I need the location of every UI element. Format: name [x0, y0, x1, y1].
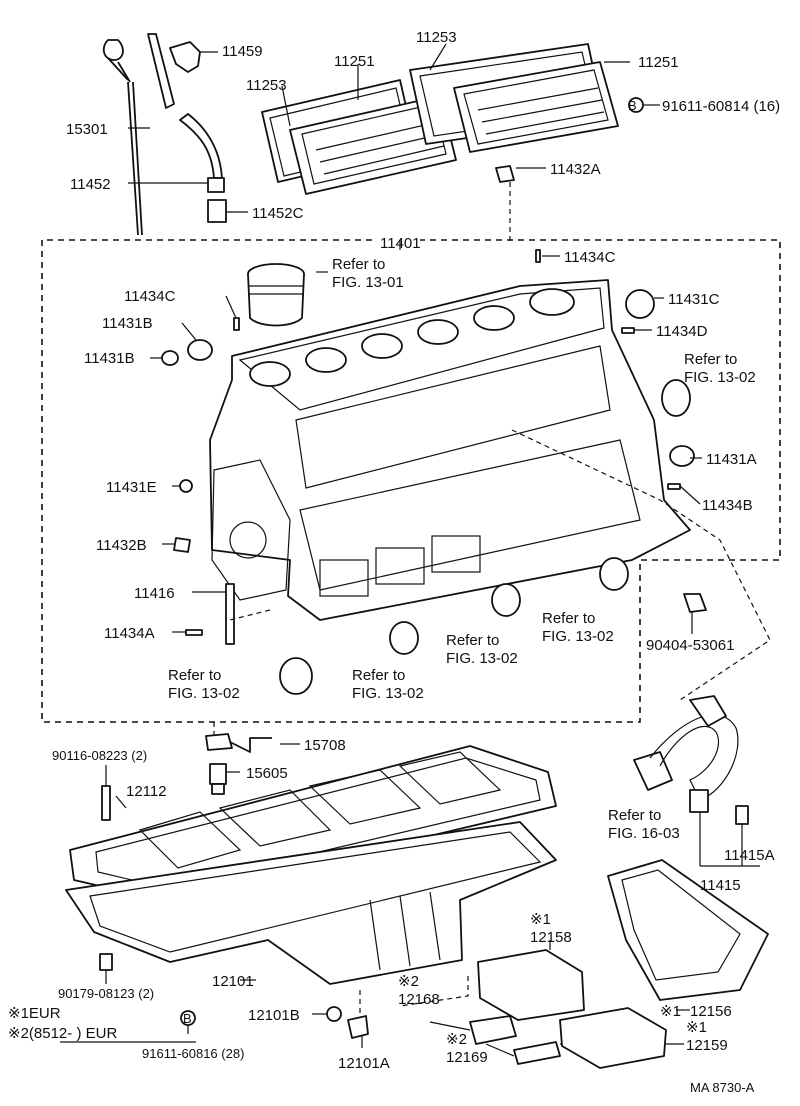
label-11401: 11401 — [380, 235, 421, 252]
side-cover-right — [453, 61, 619, 153]
oil-pan-gasket — [69, 745, 557, 901]
leader-dashed-oil — [511, 429, 771, 701]
oil-pan — [65, 821, 557, 985]
oil-pressure-bracket — [205, 722, 272, 753]
label-12159: 12159 — [686, 1037, 728, 1054]
label-mark1-12158: ※1 — [530, 911, 551, 928]
oil-tube-assembly — [633, 695, 749, 825]
label-mark-b-top: B — [628, 98, 637, 113]
label-12101B: 12101B — [248, 1007, 300, 1024]
label-12156: 12156 — [690, 1003, 732, 1020]
expansion-plugs — [161, 289, 695, 493]
figure-code: MA 8730-A — [690, 1080, 755, 1095]
label-11416: 11416 — [134, 585, 175, 602]
label-mark2-12169: ※2 — [446, 1031, 467, 1048]
label-12101A: 12101A — [338, 1055, 390, 1072]
label-11415: 11415 — [700, 877, 741, 894]
oil-pan-protector-12156 — [607, 859, 769, 1001]
label-refer-13-02-l-line1: Refer to — [168, 667, 221, 684]
label-11459: 11459 — [222, 43, 263, 60]
label-refer-13-02-m-line1: Refer to — [446, 632, 499, 649]
label-mark2-12168: ※2 — [398, 973, 419, 990]
label-refer-13-02-right-line2: FIG. 13-02 — [684, 369, 756, 386]
bolt-washer-mark-b — [628, 97, 644, 113]
leader-dashed-bracket — [399, 976, 469, 1007]
bracket-12168 — [469, 1015, 517, 1045]
label-note-1: ※1EUR — [8, 1005, 61, 1022]
union-bolt — [683, 593, 707, 613]
label-12112: 12112 — [126, 783, 167, 800]
drain-cock-bolt — [173, 165, 515, 553]
label-11434D: 11434D — [656, 323, 708, 340]
label-12169: 12169 — [446, 1049, 488, 1066]
label-refer-13-01-line1: Refer to — [332, 256, 385, 273]
label-90404-53061: 90404-53061 — [646, 637, 734, 654]
label-refer-13-02-c-line2: FIG. 13-02 — [542, 628, 614, 645]
label-refer-13-01-line2: FIG. 13-01 — [332, 274, 404, 291]
label-91611-60816: 91611-60816 (28) — [142, 1046, 244, 1061]
label-refer-13-02-m-line2: FIG. 13-02 — [446, 650, 518, 667]
label-11452: 11452 — [70, 176, 111, 193]
label-refer-16-03-line1: Refer to — [608, 807, 661, 824]
part-labels: 11459 11253 11251 11253 11251 15301 B 91… — [8, 29, 780, 1095]
cylinder-block-assembly-boundary — [41, 239, 781, 723]
label-90116-08223: 90116-08223 (2) — [52, 748, 147, 763]
label-11431A: 11431A — [706, 451, 757, 468]
label-11434B: 11434B — [702, 497, 753, 514]
label-mark1-12156: ※1 — [660, 1003, 681, 1020]
label-11434A: 11434A — [104, 625, 155, 642]
label-11431E: 11431E — [106, 479, 157, 496]
main-bearings — [279, 557, 629, 695]
label-refer-13-02-l-line2: FIG. 13-02 — [168, 685, 240, 702]
leader-dashed-pin — [229, 609, 271, 621]
label-11432A: 11432A — [550, 161, 601, 178]
leader-lines — [60, 43, 760, 1057]
oil-pressure-switch — [209, 763, 227, 795]
label-11452C: 11452C — [252, 205, 304, 222]
label-11431C: 11431C — [668, 291, 720, 308]
baffle-12158 — [477, 949, 585, 1021]
label-11434C-top: 11434C — [564, 249, 616, 266]
label-11415A: 11415A — [724, 847, 775, 864]
label-90179-08123: 90179-08123 (2) — [58, 986, 154, 1001]
label-15301: 15301 — [66, 121, 108, 138]
label-11253-left: 11253 — [246, 77, 287, 94]
oil-level-gauge-guide — [147, 33, 227, 223]
label-mark1-12159: ※1 — [686, 1019, 707, 1036]
label-11431B-upper: 11431B — [102, 315, 153, 332]
label-mark-b-bottom: B — [183, 1011, 192, 1026]
label-11253-right: 11253 — [416, 29, 457, 46]
label-refer-16-03-line2: FIG. 16-03 — [608, 825, 680, 842]
oil-level-gauge — [102, 39, 143, 236]
gauge-guide-bracket — [169, 41, 218, 73]
straight-pins — [185, 249, 681, 636]
label-15605: 15605 — [246, 765, 288, 782]
label-refer-13-02-b-line2: FIG. 13-02 — [352, 685, 424, 702]
label-12168: 12168 — [398, 991, 440, 1008]
drain-plug — [326, 990, 369, 1039]
stud-bolt — [225, 583, 235, 645]
label-11432B: 11432B — [96, 537, 147, 554]
side-cover-left — [289, 95, 457, 195]
piston — [247, 263, 305, 327]
label-11434C-left: 11434C — [124, 288, 176, 305]
label-refer-13-02-right-line1: Refer to — [684, 351, 737, 368]
label-11431B-lower: 11431B — [84, 350, 135, 367]
label-note-2: ※2(8512- ) EUR — [8, 1025, 117, 1042]
label-11251-right: 11251 — [638, 54, 679, 71]
baffle-12169 — [513, 1041, 561, 1065]
label-12101: 12101 — [212, 973, 254, 990]
label-refer-13-02-c-line1: Refer to — [542, 610, 595, 627]
label-11251-left: 11251 — [334, 53, 375, 70]
label-91611-60814: 91611-60814 (16) — [662, 98, 780, 115]
cylinder-block — [209, 279, 691, 621]
label-12158: 12158 — [530, 929, 572, 946]
label-15708: 15708 — [304, 737, 346, 754]
label-refer-13-02-b-line1: Refer to — [352, 667, 405, 684]
baffle-12159 — [559, 1007, 667, 1069]
